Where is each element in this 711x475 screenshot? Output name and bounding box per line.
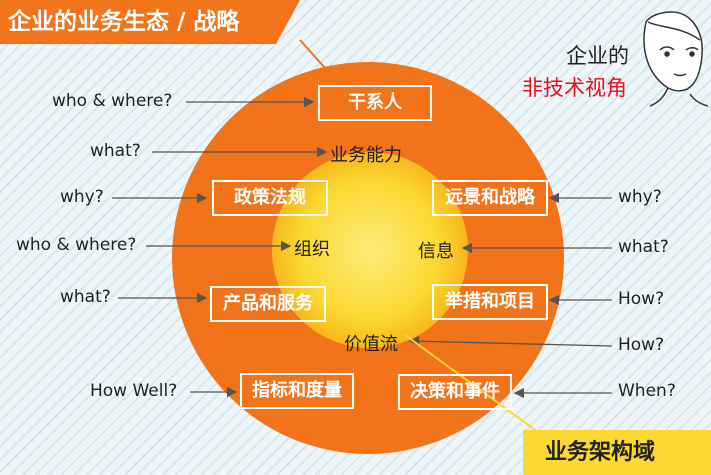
perspective-line-1: 企业的 bbox=[566, 44, 629, 68]
arrow-right-4 bbox=[408, 336, 613, 347]
box-vision: 远景和战略 bbox=[432, 180, 548, 216]
domain-tag: 业务架构域 bbox=[523, 430, 711, 475]
label-value-stream: 价值流 bbox=[344, 334, 398, 355]
question-left-4: who & where? bbox=[16, 235, 137, 255]
page-title: 企业的业务生态 / 战略 bbox=[0, 0, 300, 44]
label-organization: 组织 bbox=[294, 239, 330, 260]
label-information: 信息 bbox=[418, 241, 454, 262]
left-arrows bbox=[112, 96, 328, 398]
question-left-6: How Well? bbox=[90, 381, 178, 401]
domain-connector-line bbox=[404, 334, 539, 433]
inner-circle bbox=[272, 152, 468, 348]
box-products: 产品和服务 bbox=[210, 286, 326, 322]
perspective-line-2: 非技术视角 bbox=[522, 76, 627, 100]
question-left-2: what? bbox=[90, 141, 141, 161]
box-metrics: 指标和度量 bbox=[240, 373, 354, 409]
question-right-1: why? bbox=[618, 187, 662, 207]
question-left-3: why? bbox=[60, 187, 104, 207]
question-right-2: what? bbox=[618, 237, 669, 257]
question-right-4: How? bbox=[618, 335, 665, 355]
question-left-1: who & where? bbox=[52, 91, 173, 111]
question-left-5: what? bbox=[60, 287, 111, 307]
question-right-3: How? bbox=[618, 289, 665, 309]
label-capability: 业务能力 bbox=[330, 145, 402, 166]
right-arrows bbox=[408, 192, 613, 399]
box-stakeholders: 干系人 bbox=[318, 85, 432, 121]
box-initiatives: 举措和项目 bbox=[432, 284, 548, 320]
box-decisions: 决策和事件 bbox=[398, 374, 512, 410]
title-connector-line bbox=[299, 39, 326, 69]
question-right-5: When? bbox=[618, 381, 676, 401]
box-policy: 政策法规 bbox=[212, 180, 328, 216]
thinking-person-icon bbox=[643, 11, 709, 107]
